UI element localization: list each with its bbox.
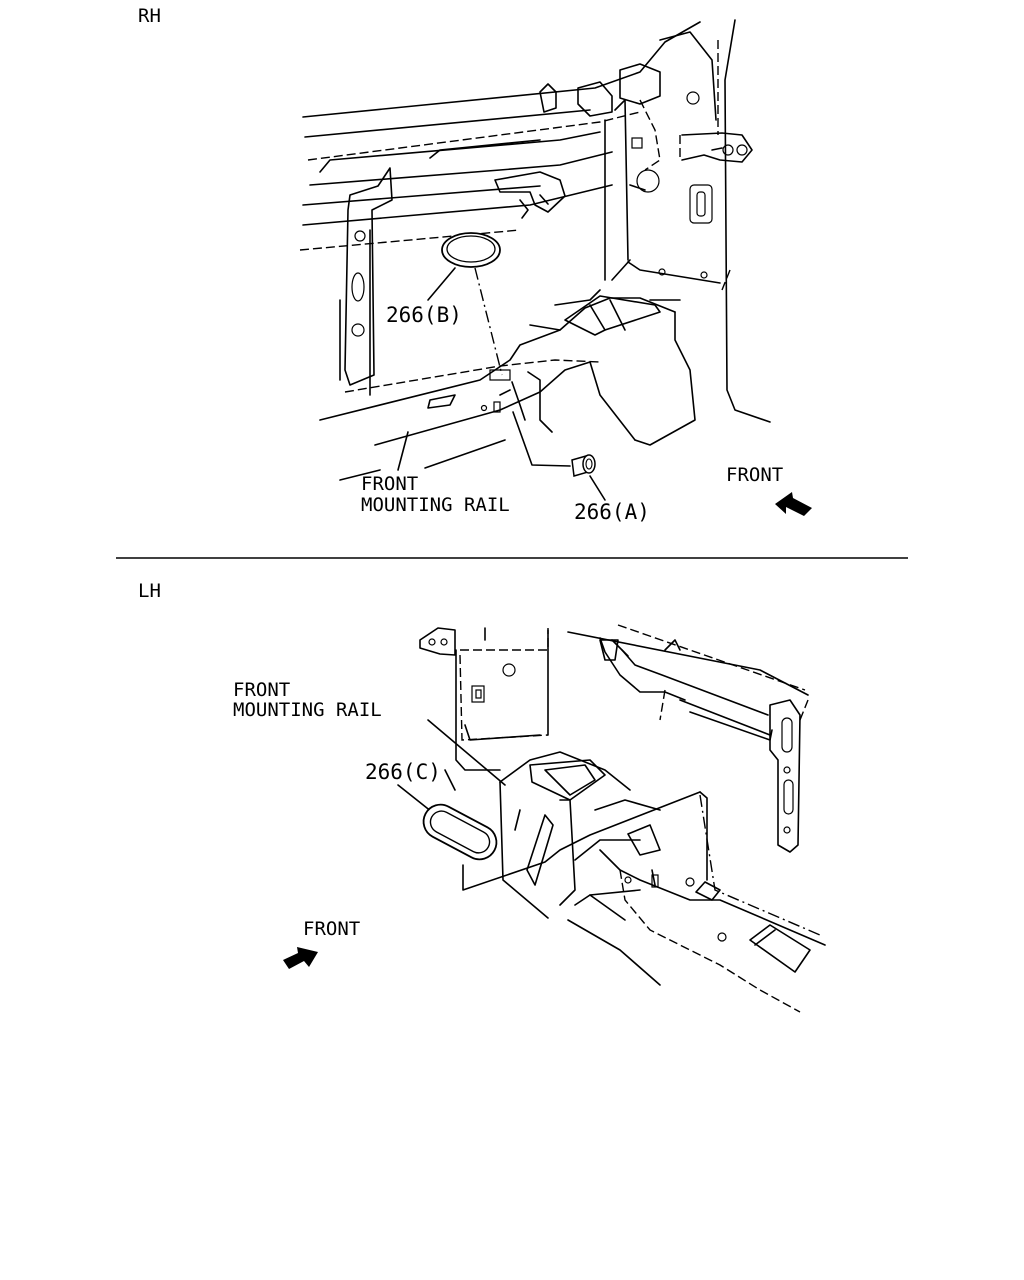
rh-rail-leader [397,431,409,471]
rh-rail-label-line2: MOUNTING RAIL [361,494,510,516]
lh-body-structure [419,624,826,1013]
part-266a-leader-dash [512,411,571,467]
part-266b-leader [427,267,456,301]
lh-rail-label-line2: MOUNTING RAIL [233,699,382,721]
part-266c-callout: 266(C) [365,760,441,784]
part-266a-callout: 266(A) [574,500,650,524]
part-266b-grommet[interactable] [441,232,501,268]
part-266a-plug[interactable] [571,454,596,477]
part-266c-tick [444,769,456,791]
lh-front-label: FRONT [303,918,360,940]
part-266c-leader [397,784,433,813]
part-266a-leader [589,475,606,501]
part-266b-callout: 266(B) [386,303,462,327]
rh-body-structure [299,19,771,481]
rh-rail-label-line1: FRONT [361,473,418,495]
lh-rail-leader [427,719,506,786]
rh-front-arrow-icon [775,492,812,516]
rh-front-label: FRONT [726,464,783,486]
rh-panel: RH [138,5,812,524]
lh-front-arrow-icon [283,947,318,969]
lh-panel: LH [138,580,826,1013]
lh-panel-label: LH [138,580,161,602]
part-266c-grommet[interactable] [418,799,503,866]
part-266b-leader-dash [474,267,503,376]
lh-rail-label-line1: FRONT [233,679,290,701]
rh-panel-label: RH [138,5,161,27]
